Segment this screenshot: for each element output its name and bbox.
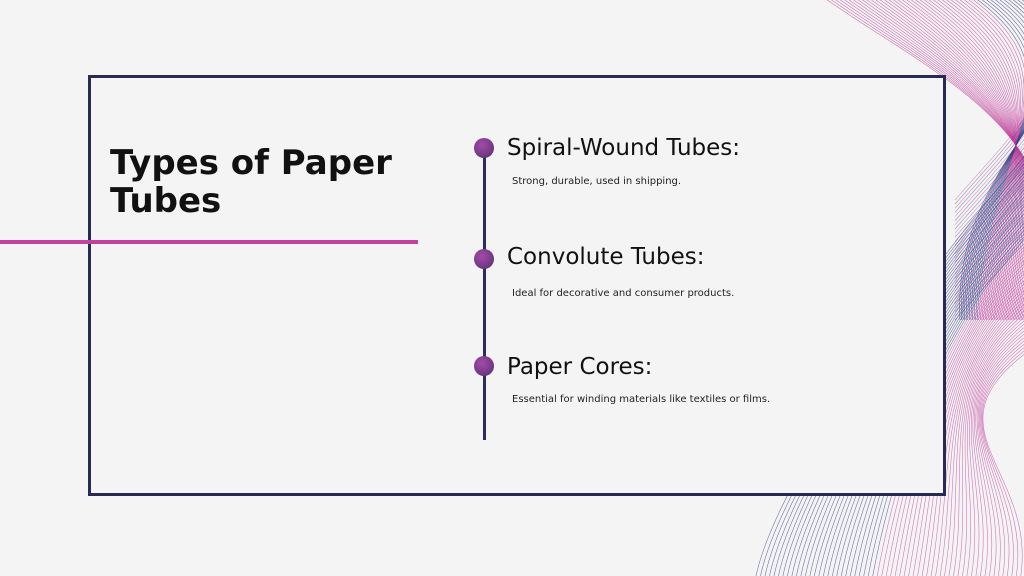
item-title-spiral-wound: Spiral-Wound Tubes: [507,135,741,161]
timeline-dot [474,249,494,269]
item-description-convolute: Ideal for decorative and consumer produc… [512,288,735,299]
timeline-dot [474,356,494,376]
item-description-spiral-wound: Strong, durable, used in shipping. [512,176,682,187]
timeline-dot [474,138,494,158]
item-description-paper-cores: Essential for winding materials like tex… [512,394,771,405]
item-title-paper-cores: Paper Cores: [507,354,653,380]
page-title: Types of Paper Tubes [110,143,392,221]
content-frame [88,75,946,496]
item-title-convolute: Convolute Tubes: [507,244,705,270]
timeline-line [483,148,486,440]
title-accent-line [0,240,418,244]
